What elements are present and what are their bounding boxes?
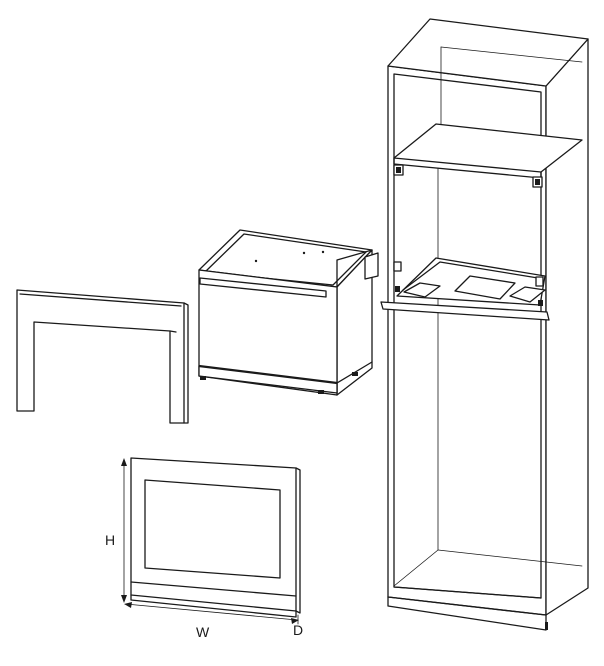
tall-cabinet [380,18,589,631]
width-label: W [196,624,210,640]
dimensioned-frame [121,457,301,625]
oven-unit [198,229,379,396]
depth-label: D [293,622,303,638]
trim-frame [16,289,189,424]
height-label: H [105,532,115,548]
